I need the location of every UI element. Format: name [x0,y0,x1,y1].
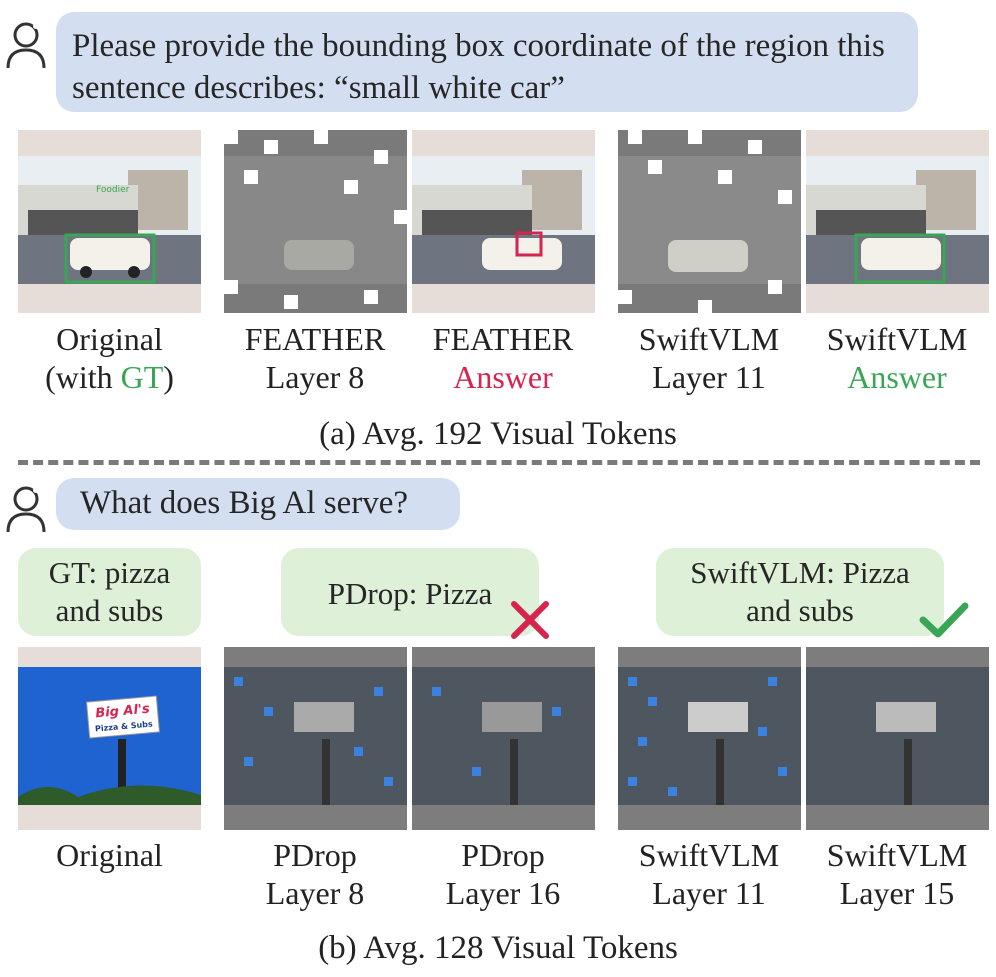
section-title-b: (b) Avg. 128 Visual Tokens [318,930,678,966]
image-swiftvlm-layer15 [806,647,989,830]
caption-pdrop-layer16: PDrop Layer 16 [445,837,561,911]
question-text-a: Please provide the bounding box coordina… [72,28,885,106]
user-icon [6,22,46,69]
divider [18,460,980,465]
image-swiftvlm-layer11 [618,130,801,313]
caption-feather-layer8: FEATHER Layer 8 [244,321,386,395]
image-feather-answer [412,130,595,313]
caption-original-a: Original (with GT) [45,321,174,395]
storefront-sign-text: Foodier [96,185,130,195]
question-bubble-a: Please provide the bounding box coordina… [56,12,918,112]
image-original-b: Big Al's Pizza & Subs [18,647,201,830]
image-pdrop-layer16 [412,647,595,830]
image-feather-layer8 [224,130,407,313]
caption-swiftvlm-layer11-b: SwiftVLM Layer 11 [638,837,780,911]
question-text-b: What does Big Al serve? [80,485,409,521]
answer-bubble-swiftvlm: SwiftVLM: Pizza and subs [656,548,944,636]
image-swiftvlm-layer11-b [618,647,801,830]
caption-swiftvlm-answer: SwiftVLM Answer [826,321,968,395]
image-pdrop-layer8 [224,647,407,830]
image-original-a: Foodier [18,130,201,313]
answer-bubble-pdrop: PDrop: Pizza [281,548,539,636]
user-icon [6,486,46,533]
caption-feather-answer: FEATHER Answer [432,321,574,395]
sign-text-line1: Big Al's [95,702,151,722]
caption-pdrop-layer8: PDrop Layer 8 [265,837,365,911]
check-icon [919,602,969,638]
caption-swiftvlm-layer11: SwiftVLM Layer 11 [638,321,780,395]
caption-swiftvlm-layer15: SwiftVLM Layer 15 [826,837,968,911]
answer-bubble-gt: GT: pizza and subs [18,548,201,636]
image-swiftvlm-answer [806,130,989,313]
cross-icon [511,601,549,639]
section-title-a: (a) Avg. 192 Visual Tokens [319,416,677,452]
question-bubble-b: What does Big Al serve? [56,478,460,530]
caption-original-b: Original [56,837,163,873]
